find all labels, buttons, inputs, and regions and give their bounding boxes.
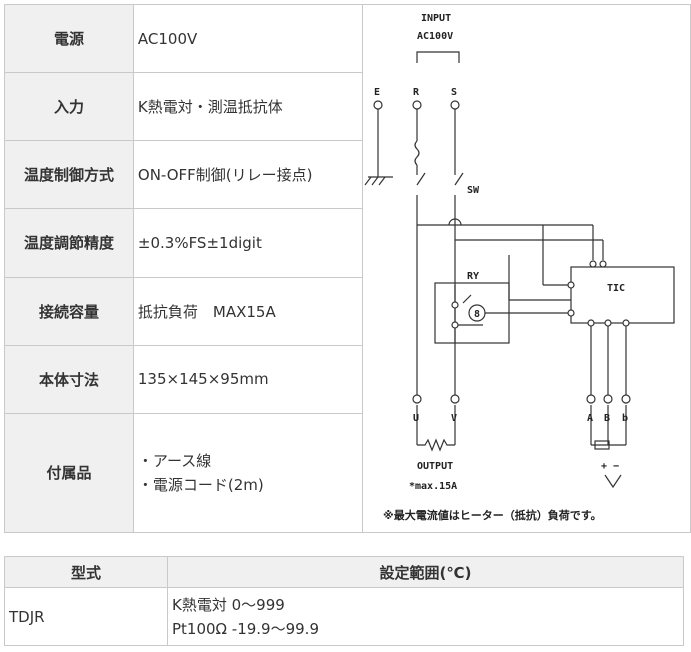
spec-row-power: 電源 AC100V xyxy=(4,3,691,533)
spec-label: 電源 xyxy=(4,3,134,74)
range-line: K熱電対 0〜999 xyxy=(172,595,285,614)
model-header: 型式 xyxy=(4,556,168,588)
spec-row-control: 温度制御方式 ON-OFF制御(リレー接点) xyxy=(4,140,691,210)
terminal-r-label: R xyxy=(413,87,420,98)
spec-value: ±0.3%FS±1digit xyxy=(132,208,363,278)
terminal-b-label: B xyxy=(604,413,610,424)
range-header: 設定範囲(℃) xyxy=(167,556,684,588)
spec-label: 接続容量 xyxy=(4,276,134,346)
spec-label: 入力 xyxy=(4,72,134,142)
output-label: OUTPUT xyxy=(417,461,453,472)
spec-row-accuracy: 温度調節精度 ±0.3%FS±1digit xyxy=(4,208,691,278)
terminal-a-label: A xyxy=(587,413,593,424)
diagram-input-label: INPUT xyxy=(421,13,451,24)
polarity-label: + − xyxy=(601,461,619,472)
spec-label: 付属品 xyxy=(4,412,134,534)
max-current-label: *max.15A xyxy=(409,481,457,492)
diagram-note: ※最大電流値はヒーター（抵抗）負荷です。 xyxy=(383,508,602,522)
svg-text:8: 8 xyxy=(474,309,480,320)
model-cell: TDJR xyxy=(4,587,168,646)
range-cell: K熱電対 0〜999 Pt100Ω -19.9〜99.9 xyxy=(167,587,684,646)
spec-row-size: 本体寸法 135×145×95mm xyxy=(4,344,691,414)
spec-table: 電源 AC100V xyxy=(4,3,691,534)
terminal-b-small-label: b xyxy=(622,413,628,424)
model-table-header: 型式 設定範囲(℃) xyxy=(4,556,684,588)
spec-label: 本体寸法 xyxy=(4,344,134,414)
wiring-diagram: 8 xyxy=(364,13,675,522)
diagram-input-voltage: AC100V xyxy=(417,31,453,42)
spec-row-input: 入力 K熱電対・測温抵抗体 xyxy=(4,72,691,142)
spec-row-accessories: 付属品 ・アース線 ・電源コード(2m) xyxy=(4,412,691,534)
terminal-u-label: U xyxy=(413,413,419,424)
spec-value: K熱電対・測温抵抗体 xyxy=(132,72,363,142)
accessory-line: ・アース線 xyxy=(137,451,212,470)
spec-label: 温度調節精度 xyxy=(4,208,134,278)
spec-label: 温度制御方式 xyxy=(4,140,134,210)
wiring-diagram-cell: 8 xyxy=(361,4,691,533)
spec-value: ON-OFF制御(リレー接点) xyxy=(132,140,363,210)
spec-value: ・アース線 ・電源コード(2m) xyxy=(132,412,363,534)
model-table: 型式 設定範囲(℃) TDJR K熱電対 0〜999 Pt100Ω -19.9〜… xyxy=(4,556,684,646)
range-line: Pt100Ω -19.9〜99.9 xyxy=(172,619,319,638)
relay-label: RY xyxy=(467,271,479,282)
terminal-s-label: S xyxy=(451,87,457,98)
terminal-v-label: V xyxy=(451,413,457,424)
spec-value: 135×145×95mm xyxy=(132,344,363,414)
accessory-line: ・電源コード(2m) xyxy=(137,475,264,494)
terminal-e-label: E xyxy=(374,87,380,98)
model-table-row: TDJR K熱電対 0〜999 Pt100Ω -19.9〜99.9 xyxy=(4,587,684,646)
spec-value: 抵抗負荷 MAX15A xyxy=(132,276,363,346)
spec-row-capacity: 接続容量 抵抗負荷 MAX15A xyxy=(4,276,691,346)
tic-label: TIC xyxy=(607,283,625,294)
switch-label: SW xyxy=(467,185,480,196)
spec-value: AC100V xyxy=(132,3,363,74)
